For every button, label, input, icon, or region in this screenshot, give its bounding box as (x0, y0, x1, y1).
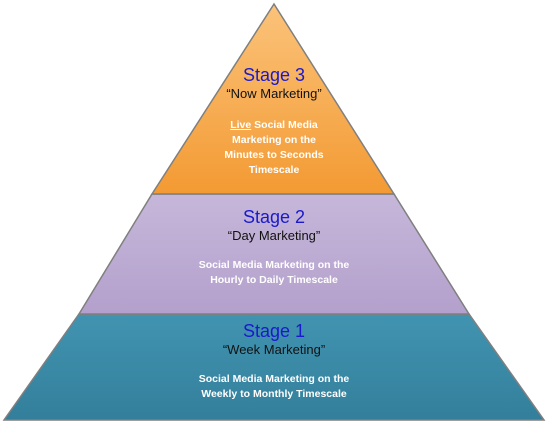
stage-3-live-emphasis: Live (230, 119, 252, 131)
stage-2-description: Social Media Marketing on the Hourly to … (198, 259, 350, 286)
stage-3-layer (150, 2, 396, 195)
stage-1-title: Stage 1 (242, 321, 306, 341)
stage-1-name: “Week Marketing” (222, 342, 326, 357)
stage-3-title: Stage 3 (242, 65, 306, 85)
stage-3-description: Live Social Media Marketing on the Minut… (224, 119, 324, 176)
stage-1-description: Social Media Marketing on the Weekly to … (198, 373, 350, 400)
stage-1-label: Stage 1 “Week Marketing” Social Media Ma… (0, 320, 548, 402)
stage-2-title: Stage 2 (242, 207, 306, 227)
stage-3-name: “Now Marketing” (226, 86, 322, 101)
stage-3-label: Stage 3 “Now Marketing” Live Social Medi… (0, 64, 548, 178)
stage-2-name: “Day Marketing” (227, 228, 321, 243)
stage-2-label: Stage 2 “Day Marketing” Social Media Mar… (0, 206, 548, 288)
